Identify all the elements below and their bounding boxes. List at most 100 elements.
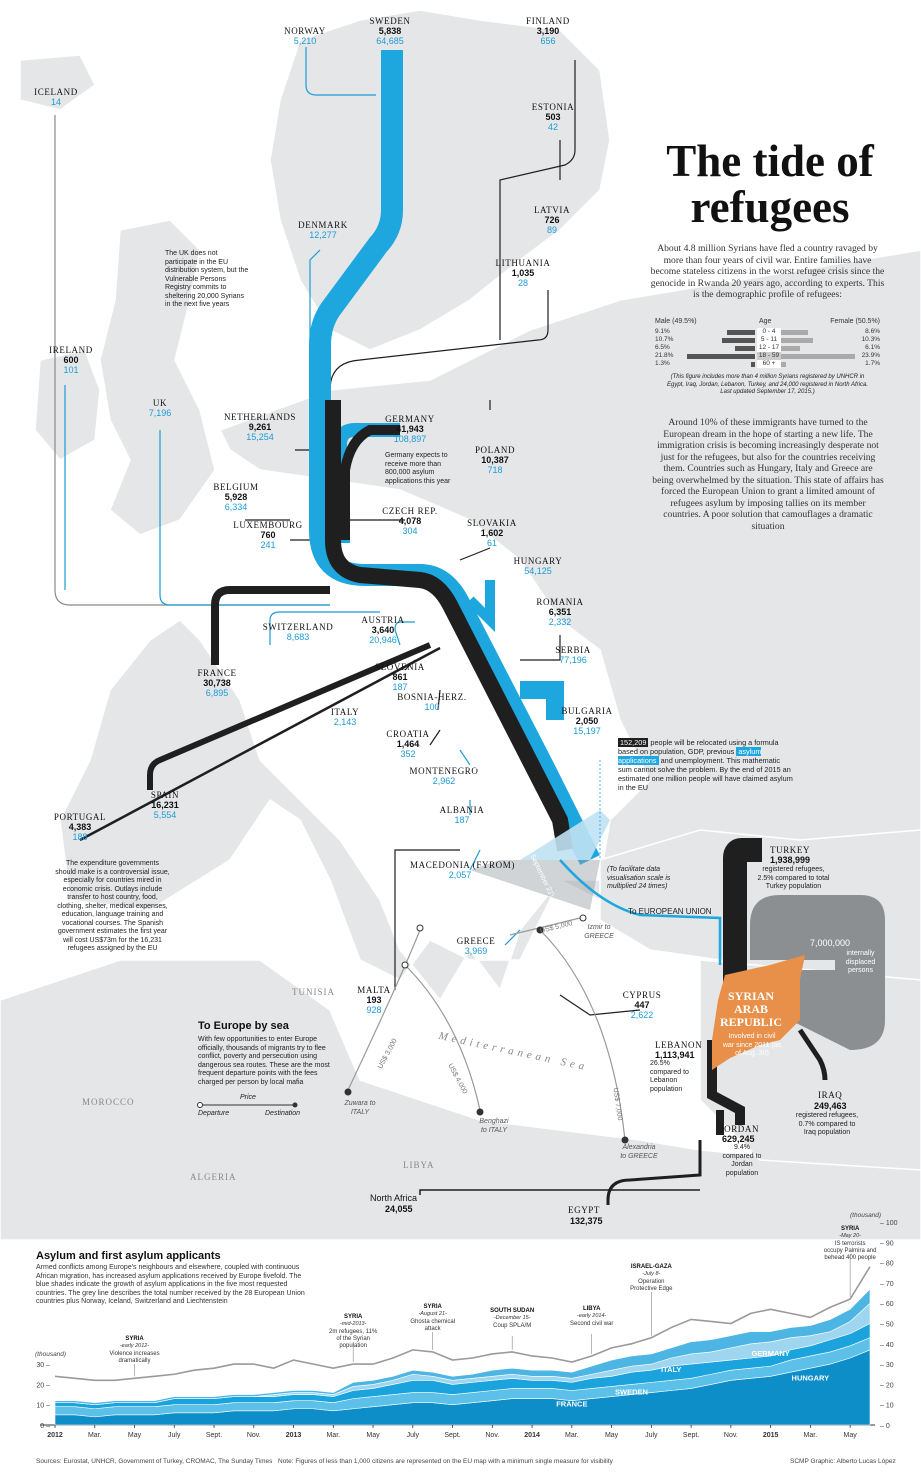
age-group: 5 - 11 bbox=[757, 336, 781, 344]
male-pct: 10.7% bbox=[655, 336, 674, 343]
relocated-number: 152,209 bbox=[618, 738, 649, 747]
female-bar bbox=[781, 354, 856, 359]
y-tick-right: – 70 bbox=[880, 1281, 894, 1288]
male-header: Male (49.5%) bbox=[655, 318, 697, 325]
ireland-land bbox=[34, 349, 101, 461]
country-applicants: 2,143 bbox=[333, 717, 357, 727]
relocated-text: people will be relocated using a formula… bbox=[618, 738, 779, 756]
route-dest-izmir: Izmir to GREECE bbox=[584, 924, 614, 940]
uk-note: The UK does not participate in the EU di… bbox=[165, 250, 249, 308]
female-pct: 1.7% bbox=[865, 360, 880, 367]
lebanon-name: LEBANON bbox=[655, 1040, 703, 1050]
x-tick-label: Mar. bbox=[326, 1432, 340, 1439]
annotation-text: Protective Edge bbox=[630, 1286, 673, 1292]
annotation-text: of the Syrian bbox=[336, 1336, 370, 1342]
x-tick-label: Nov. bbox=[724, 1432, 738, 1439]
age-header: Age bbox=[759, 318, 772, 325]
female-pct: 8.6% bbox=[865, 328, 880, 335]
morocco-label: MOROCCO bbox=[82, 1097, 135, 1107]
country-name: DENMARK bbox=[298, 220, 348, 230]
jordan-number: 629,245 bbox=[722, 1134, 755, 1144]
turkey-note: registered refugees, 2.5% compared to to… bbox=[757, 866, 830, 890]
y-tick-left: 30 – bbox=[36, 1362, 50, 1369]
country-admitted: 861 bbox=[392, 672, 408, 682]
y-tick-right: – 30 bbox=[880, 1362, 894, 1369]
x-tick-label: Mar. bbox=[565, 1432, 579, 1439]
country-name: GERMANY bbox=[385, 414, 435, 424]
annotation-date: -August 21- bbox=[418, 1311, 447, 1317]
country-name: ROMANIA bbox=[536, 597, 584, 607]
country-applicants: 5,554 bbox=[153, 810, 177, 820]
x-tick-label: 2013 bbox=[286, 1432, 302, 1439]
north-africa-name: North Africa bbox=[370, 1193, 418, 1203]
scandinavia-land bbox=[269, 9, 611, 351]
demographic-row: 1.3%60 +1.7% bbox=[655, 360, 880, 368]
x-tick-label: Mar. bbox=[88, 1432, 102, 1439]
sea-legend-graphic bbox=[197, 1102, 298, 1108]
country-name: PORTUGAL bbox=[53, 812, 107, 822]
syria-label: SYRIAN ARAB REPUBLIC bbox=[719, 989, 782, 1029]
country-applicants: 42 bbox=[547, 122, 558, 132]
spain-note: The expenditure governments should make … bbox=[55, 860, 170, 952]
country-applicants: 2,962 bbox=[432, 776, 456, 786]
scale-note: (To facilitate data visualisation scale … bbox=[607, 866, 671, 890]
y-tick-right: – 60 bbox=[880, 1301, 894, 1308]
country-name: MACEDONIA (FYROM) bbox=[410, 860, 515, 870]
country-admitted: 447 bbox=[634, 1000, 650, 1010]
country-name: LATVIA bbox=[533, 205, 571, 215]
jordan-note: 9.4% compared to Jordan population bbox=[722, 1144, 762, 1177]
legend-destination: Destination bbox=[265, 1110, 301, 1117]
x-tick-label: July bbox=[407, 1432, 420, 1439]
country-name: NETHERLANDS bbox=[223, 412, 297, 422]
x-tick-label: Sept. bbox=[206, 1432, 222, 1439]
country-applicants: 2,622 bbox=[630, 1010, 654, 1020]
male-pct: 6.5% bbox=[655, 344, 670, 351]
country-applicants: 64,685 bbox=[376, 36, 404, 46]
country-applicants: 2,332 bbox=[548, 617, 572, 627]
annotation-text: behead 400 people bbox=[824, 1255, 876, 1261]
country-admitted: 16,231 bbox=[151, 800, 179, 810]
y-axis-label-right: (thousand) bbox=[850, 1212, 881, 1219]
series-label: HUNGARY bbox=[792, 1373, 830, 1382]
x-tick-label: July bbox=[645, 1432, 658, 1439]
europe-map bbox=[0, 9, 921, 1240]
y-tick-right: – 50 bbox=[880, 1322, 894, 1329]
country-admitted: 3,640 bbox=[371, 625, 395, 635]
iceland-land bbox=[19, 54, 96, 111]
turkey-name: TURKEY bbox=[770, 845, 811, 855]
male-bar bbox=[734, 346, 755, 351]
country-name: BULGARIA bbox=[561, 706, 613, 716]
country-applicants: 6,895 bbox=[205, 688, 229, 698]
female-pct: 23.9% bbox=[861, 352, 880, 359]
route-dest-zuwara: Zuwara to ITALY bbox=[344, 1100, 376, 1116]
country-admitted: 1,464 bbox=[396, 739, 420, 749]
sea-route-lines bbox=[347, 917, 626, 1141]
male-pct: 1.3% bbox=[655, 360, 670, 367]
country-applicants: 656 bbox=[540, 36, 556, 46]
tunisia-label: TUNISIA bbox=[292, 987, 335, 997]
annotation-text: attack bbox=[425, 1326, 442, 1332]
country-admitted: 4,078 bbox=[398, 516, 422, 526]
country-admitted: 760 bbox=[260, 530, 276, 540]
male-bar bbox=[721, 338, 755, 343]
turkey-number: 1,938,999 bbox=[770, 855, 811, 865]
female-bar bbox=[781, 346, 800, 351]
x-tick-label: May bbox=[366, 1432, 380, 1439]
age-group: 0 - 4 bbox=[757, 328, 781, 336]
country-admitted: 5,838 bbox=[378, 26, 402, 36]
series-label: GERMANY bbox=[751, 1349, 789, 1358]
male-bar bbox=[687, 354, 755, 359]
country-name: MALTA bbox=[357, 985, 391, 995]
x-tick-label: May bbox=[844, 1432, 858, 1439]
country-name: GREECE bbox=[456, 936, 496, 946]
country-name: SWITZERLAND bbox=[262, 622, 334, 632]
egypt-number: 132,375 bbox=[570, 1216, 603, 1226]
country-admitted: 9,261 bbox=[248, 422, 272, 432]
iraq-number: 249,463 bbox=[814, 1101, 847, 1111]
annotation-head: LIBYA bbox=[583, 1306, 601, 1312]
x-tick-label: May bbox=[605, 1432, 619, 1439]
female-pct: 10.3% bbox=[861, 336, 880, 343]
country-admitted: 600 bbox=[63, 355, 79, 365]
syria-shape bbox=[712, 955, 805, 1070]
